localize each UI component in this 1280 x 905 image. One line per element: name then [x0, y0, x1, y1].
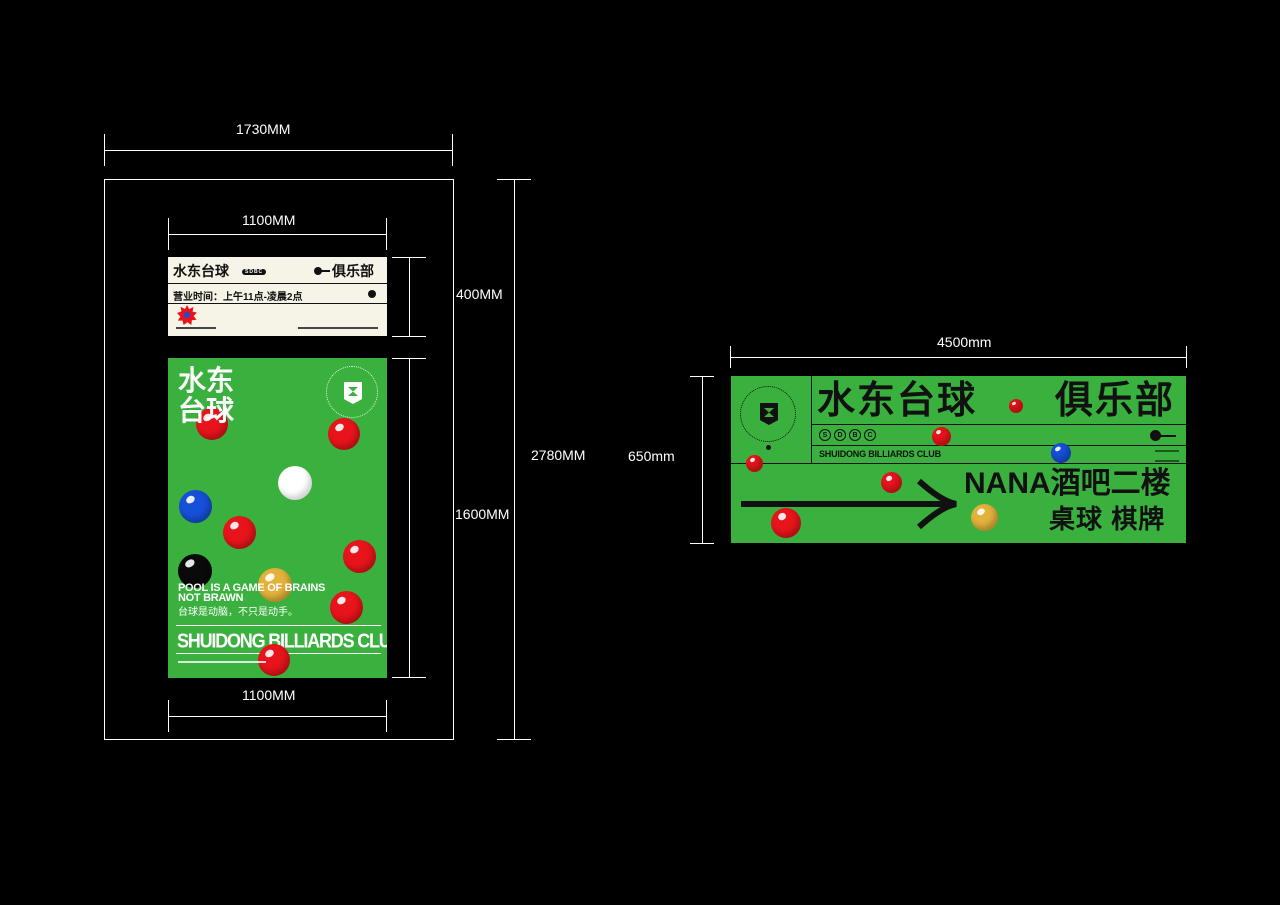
badge-letter: S — [819, 429, 831, 441]
black-ball — [178, 554, 212, 588]
starburst-badge-icon — [177, 305, 197, 325]
cue-icon — [1150, 430, 1161, 441]
red-ball — [196, 408, 228, 440]
cue-stick-line — [1159, 435, 1176, 437]
divider — [168, 303, 387, 304]
dot-icon — [368, 290, 376, 298]
top-sign-title: 水东台球 — [173, 263, 229, 279]
business-hours: 营业时间：上午11点-凌晨2点 — [173, 292, 303, 303]
badge-letter: D — [834, 429, 846, 441]
address-fine-print — [178, 661, 266, 663]
top-sign-right-title: 俱乐部 — [332, 263, 374, 279]
white-ball — [278, 466, 312, 500]
fine-print-right — [1155, 450, 1179, 462]
red-ball — [328, 418, 360, 450]
yellow-ball — [258, 568, 292, 602]
dimension-label: 4500mm — [937, 334, 992, 350]
red-ball — [258, 644, 290, 676]
red-ball — [330, 591, 363, 624]
club-name: SHUIDONG BILLIARDS CLUB — [177, 629, 387, 652]
badge-letter: C — [864, 429, 876, 441]
arrow-right-icon — [741, 479, 957, 529]
blue-ball — [1051, 443, 1071, 463]
divider — [168, 283, 387, 284]
dimension-label: 1730MM — [236, 121, 291, 137]
dimension-label: 650mm — [628, 448, 675, 464]
divider — [176, 625, 381, 626]
divider — [811, 376, 812, 463]
wide-sign: 水东台球 俱乐部 S D B C SHUIDONG BILLIARDS CLUB… — [731, 376, 1186, 543]
fine-print-left — [176, 327, 216, 329]
fine-print-right — [298, 327, 378, 329]
slogan-chinese: 台球是动脑，不只是动手。 — [178, 607, 298, 618]
dimension-label: 400MM — [456, 286, 503, 302]
dimension-label: 1100MM — [242, 212, 296, 228]
poster-title-line1: 水东 — [178, 365, 235, 396]
divider — [811, 445, 1186, 446]
wide-sign-title-right: 俱乐部 — [1055, 380, 1176, 422]
red-ball — [1009, 399, 1023, 413]
red-ball — [881, 472, 902, 493]
red-ball — [746, 455, 763, 472]
yellow-ball — [971, 504, 998, 531]
dimension-label: 1600MM — [455, 506, 510, 522]
emblem-dot-icon — [766, 445, 771, 450]
outer-frame — [104, 179, 454, 740]
direction-line2: 桌球 棋牌 — [1049, 504, 1166, 534]
top-sign-badge: SDBC — [242, 269, 267, 275]
wide-sign-club-name: SHUIDONG BILLIARDS CLUB — [819, 449, 941, 459]
blue-ball — [179, 490, 212, 523]
poster-title-line2: 台球 — [178, 395, 235, 426]
top-hours-sign: 水东台球 SDBC 俱乐部 营业时间：上午11点-凌晨2点 — [168, 257, 387, 336]
direction-line1: NANA酒吧二楼 — [964, 467, 1171, 500]
slogan-line1: POOL IS A GAME OF BRAINS — [178, 582, 326, 594]
poster: 水东 台球 POOL IS A GAME OF BRAINS NOT BRAWN… — [168, 358, 387, 678]
divider — [811, 424, 1186, 425]
cue-icon — [314, 267, 322, 275]
slogan-line2: NOT BRAWN — [178, 592, 244, 604]
badge-letter: B — [849, 429, 861, 441]
club-emblem-icon — [326, 366, 378, 418]
red-ball — [932, 427, 951, 446]
wide-sign-title-left: 水东台球 — [817, 380, 978, 422]
dimension-label: 1100MM — [242, 687, 296, 703]
cue-stick-line — [320, 270, 330, 272]
dimension-label: 2780MM — [531, 447, 586, 463]
divider — [731, 463, 1186, 464]
red-ball — [343, 540, 376, 573]
red-ball — [771, 508, 801, 538]
sdbc-badge: S D B C — [819, 429, 876, 441]
club-emblem-icon — [740, 386, 796, 442]
red-ball — [223, 516, 256, 549]
